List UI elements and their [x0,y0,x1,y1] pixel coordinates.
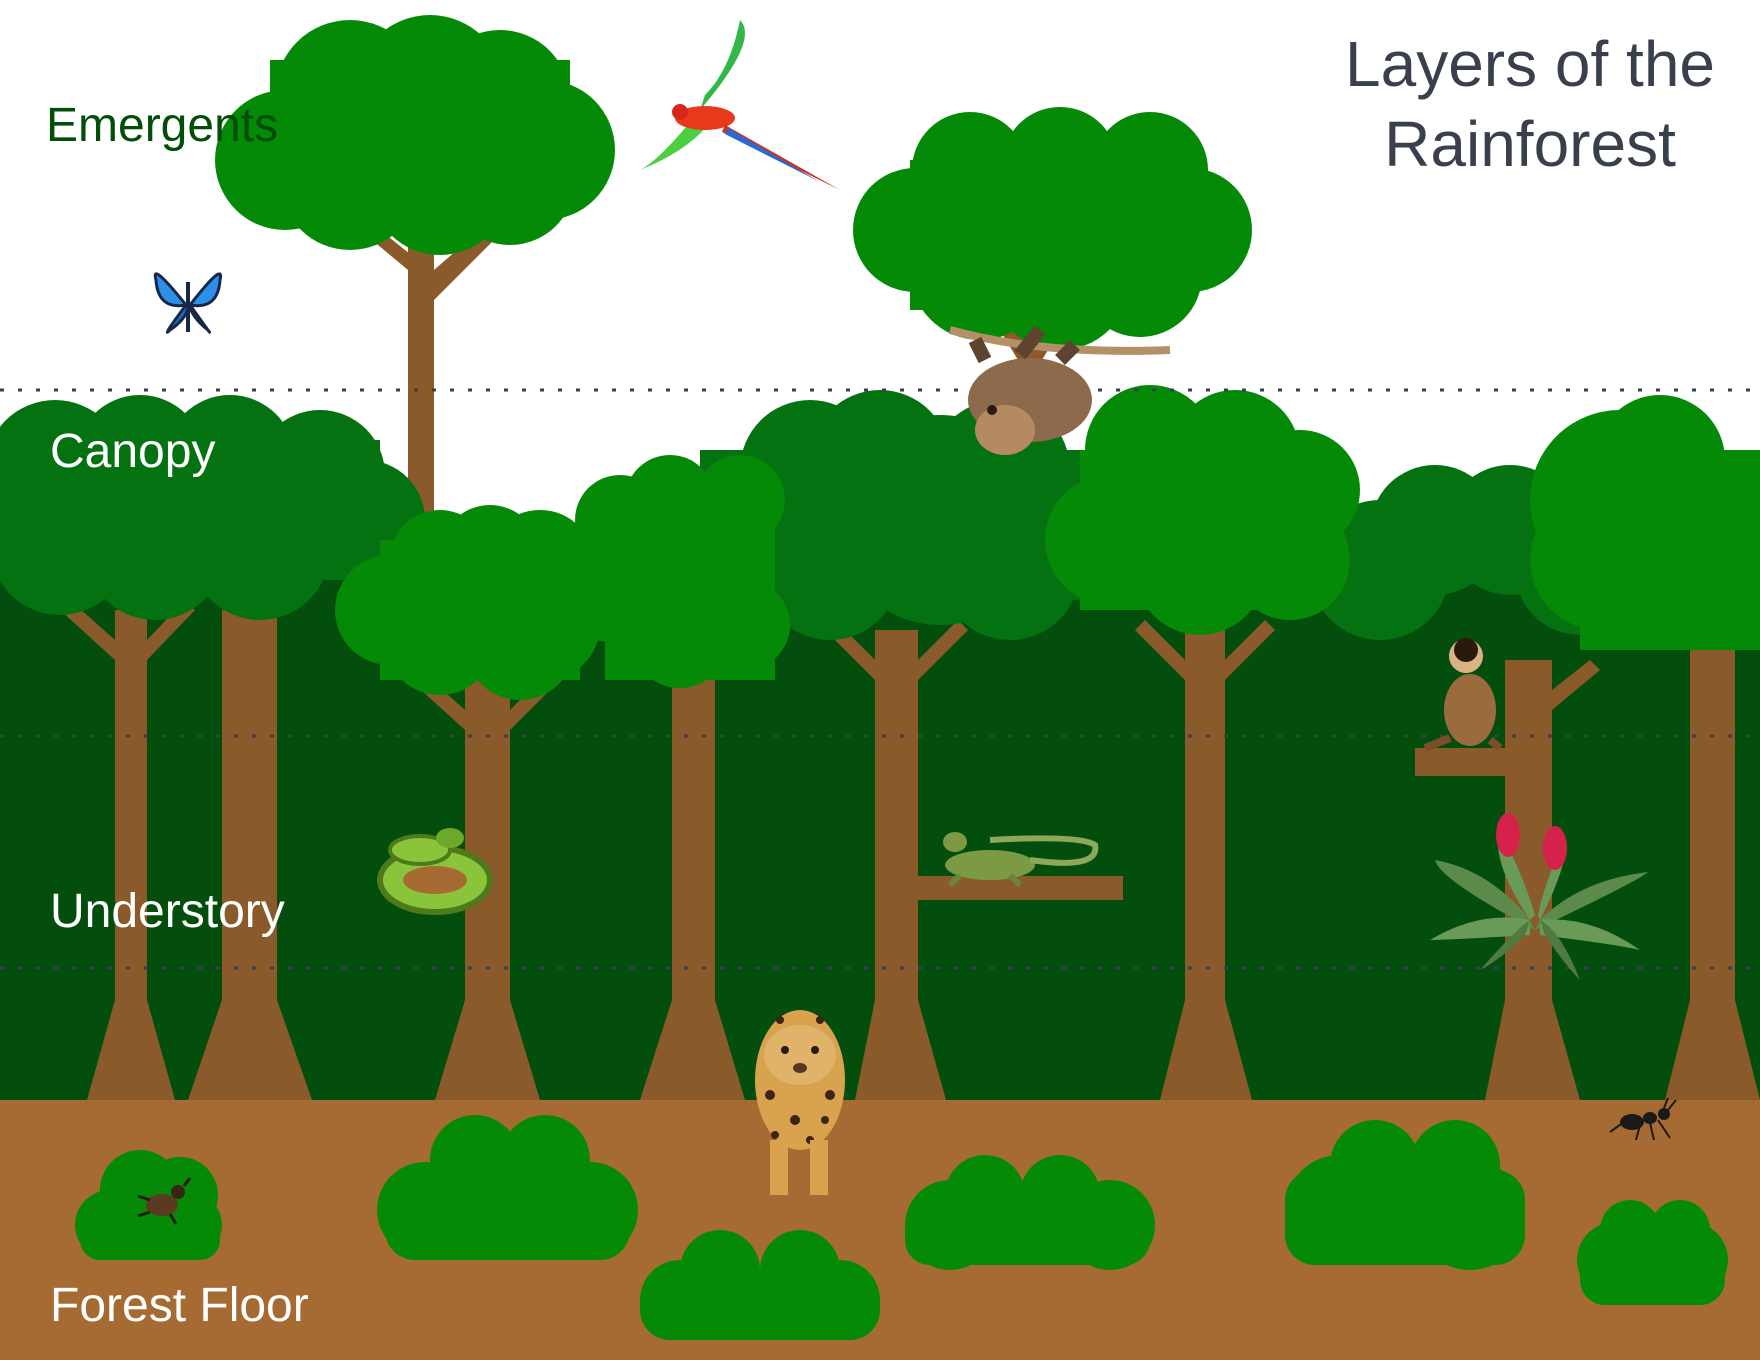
bromeliad-icon [1430,813,1648,980]
bush-2 [377,1115,638,1260]
bush-4 [905,1155,1155,1270]
page-title: Layers of the Rainforest [1300,24,1760,184]
morpho-butterfly-icon [153,272,223,334]
iguana-icon [943,832,1099,888]
macaw-icon [640,20,840,190]
title-line-2: Rainforest [1384,108,1676,180]
ant-icon [1609,1097,1677,1141]
label-understory: Understory [50,885,285,938]
label-forest-floor: Forest Floor [50,1279,309,1332]
bush-5 [1285,1120,1525,1270]
canopy-foliage [0,385,1760,700]
sloth-icon [948,325,1171,455]
label-emergents: Emergents [46,99,279,152]
jaguar-icon [755,1010,845,1195]
title-line-1: Layers of the [1345,28,1715,100]
capuchin-monkey-icon [1423,638,1503,752]
bush-6 [1577,1200,1728,1305]
bush-3 [640,1230,880,1340]
emergent-tree-left [215,15,615,520]
emergent-tree-right [853,107,1252,380]
forest-floor-bushes [75,1115,1728,1340]
tree-trunks [60,600,1760,1100]
beetle-icon [137,1177,192,1225]
label-canopy: Canopy [50,425,216,478]
emerald-tree-boa-icon [377,828,493,915]
